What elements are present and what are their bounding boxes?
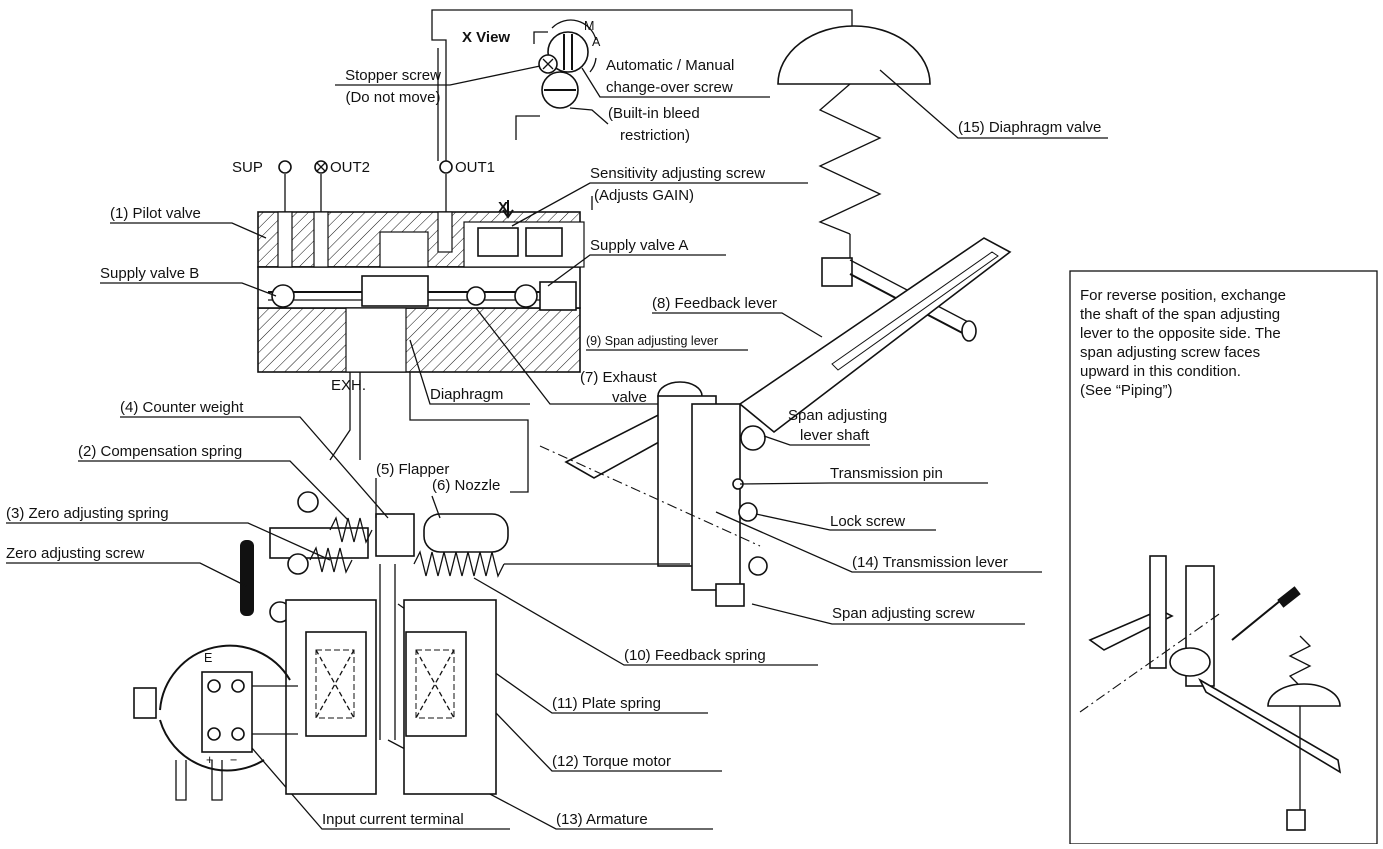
note-line: For reverse position, exchange [1080, 287, 1286, 304]
feedback-spring-label: (10) Feedback spring [624, 647, 766, 664]
flapper-bar [269, 527, 369, 559]
sup-port-icon [278, 160, 292, 174]
lock-screw-icon [738, 502, 758, 522]
zero-pivot-screw-icon [297, 491, 319, 513]
lock-screw-label: Lock screw [830, 513, 905, 530]
terminal-minus-label: − [230, 753, 237, 767]
compensation-spring-label: (2) Compensation spring [78, 443, 242, 460]
armature-label: (13) Armature [556, 811, 648, 828]
zero-adjusting-screw-label: Zero adjusting screw [6, 545, 145, 562]
exhaust-valve-label-2: valve [612, 389, 647, 406]
transmission-pin-label: Transmission pin [830, 465, 943, 482]
out1-label: OUT1 [455, 159, 495, 176]
counter-weight [375, 513, 415, 557]
zero-adjusting-spring [309, 546, 353, 574]
diaphragm-valve-label: (15) Diaphragm valve [958, 119, 1101, 136]
span-adjusting-lever-label: (9) Span adjusting lever [586, 334, 718, 348]
x-view-label: X View [462, 29, 510, 46]
pilot-valve-label: (1) Pilot valve [110, 205, 201, 222]
exh-label: EXH. [331, 377, 366, 394]
sup-label: SUP [232, 159, 263, 176]
nozzle [423, 513, 509, 553]
mode-m-label: M [584, 19, 594, 33]
bleed-label-1: (Built-in bleed [608, 105, 700, 122]
note-line: upward in this condition. [1080, 363, 1241, 380]
torque-motor-label: (12) Torque motor [552, 753, 671, 770]
terminal-e-label: E [204, 651, 212, 665]
note-line: (See “Piping”) [1080, 382, 1173, 399]
flapper-assembly [240, 491, 690, 740]
supply-valve-b-ball [271, 284, 295, 308]
zero-adjusting-knob [240, 540, 254, 616]
x-arrow-label: X [498, 199, 508, 216]
feedback-lever-label: (8) Feedback lever [652, 295, 777, 312]
feedback-lever-assembly [539, 237, 1012, 607]
input-terminal: E + − [133, 644, 298, 801]
flapper-labels: (4) Counter weight (5) Flapper (2) Compe… [6, 399, 818, 830]
auto-manual-screw-icon [547, 31, 589, 73]
bleed-label-2: restriction) [620, 127, 690, 144]
flapper-label: (5) Flapper [376, 461, 449, 478]
note-line: the shaft of the span adjusting [1080, 306, 1281, 323]
supply-valve-a-label: Supply valve A [590, 237, 688, 254]
lever-labels: Span adjusting lever shaft Transmission … [715, 407, 1042, 625]
note-line: span adjusting screw faces [1080, 344, 1261, 361]
plate-spring-label: (11) Plate spring [552, 695, 661, 712]
x-view: X View M A X [462, 19, 601, 219]
stopper-screw-label: Stopper screw [345, 67, 441, 84]
nozzle-supply-tube [409, 372, 529, 493]
nozzle-label: (6) Nozzle [432, 477, 500, 494]
counter-weight-label: (4) Counter weight [120, 399, 244, 416]
upper-labels: Stopper screw (Do not move) Automatic / … [100, 57, 823, 406]
span-lever-shaft-icon [740, 425, 766, 451]
ports: SUP OUT2 OUT1 [232, 159, 495, 212]
exhaust-valve-label-1: (7) Exhaust [580, 369, 658, 386]
out2-label: OUT2 [330, 159, 370, 176]
span-adjusting-screw-label: Span adjusting screw [832, 605, 975, 622]
pilot-valve-body [257, 211, 585, 373]
out1-pipe [431, 9, 853, 161]
out1-port-icon [439, 160, 453, 174]
transmission-lever-label: (14) Transmission lever [852, 554, 1008, 571]
torque-motor [285, 599, 497, 795]
terminal-plus-label: + [206, 753, 213, 767]
span-adjusting-screw-icon [748, 556, 768, 576]
stopper-screw-note: (Do not move) [345, 89, 440, 106]
diaphragm-label: Diaphragm [430, 386, 503, 403]
auto-manual-label-2: change-over screw [606, 79, 733, 96]
sensitivity-label-2: (Adjusts GAIN) [594, 187, 694, 204]
exhaust-valve-ball [466, 286, 486, 306]
supply-valve-b-label: Supply valve B [100, 265, 199, 282]
span-lever-shaft-label-1: Span adjusting [788, 407, 887, 424]
auto-manual-label-1: Automatic / Manual [606, 57, 734, 74]
span-lever-shaft-label-2: lever shaft [800, 427, 870, 444]
feedback-spring [413, 550, 505, 578]
reverse-position-note-text: For reverse position, exchange the shaft… [1080, 286, 1370, 400]
exhaust-tube [329, 372, 361, 461]
reverse-position-note [1069, 270, 1378, 845]
mode-a-label: A [592, 35, 601, 49]
zero-adjusting-spring-label: (3) Zero adjusting spring [6, 505, 169, 522]
supply-valve-a-ball [514, 284, 538, 308]
sensitivity-label-1: Sensitivity adjusting screw [590, 165, 765, 182]
note-line: lever to the opposite side. The [1080, 325, 1281, 342]
compensation-spring [329, 516, 373, 544]
input-current-terminal-label: Input current terminal [322, 811, 464, 828]
diaphragm-valve: (15) Diaphragm valve [777, 25, 1108, 342]
